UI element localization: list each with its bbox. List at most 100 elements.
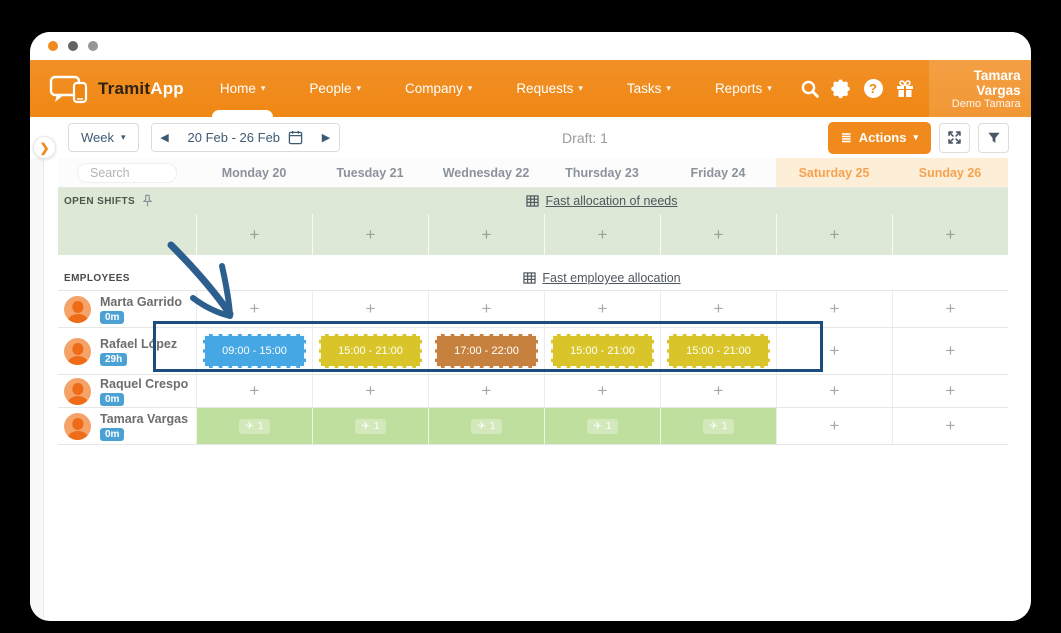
tramitapp-logo-icon <box>49 75 88 103</box>
hours-badge: 0m <box>100 392 125 406</box>
open-shift-add-wednesday[interactable]: + <box>428 214 544 255</box>
day-header-friday[interactable]: Friday 24 <box>690 165 746 180</box>
gift-icon[interactable] <box>889 79 921 99</box>
open-shifts-row: + + + + + + + <box>58 214 1008 255</box>
list-icon: ≣ <box>840 129 852 145</box>
nav-item-people[interactable]: People▾ <box>309 81 361 96</box>
employee-name: Raquel Crespo <box>100 376 189 391</box>
add-shift-cell[interactable]: + <box>196 375 312 407</box>
employee-name: Marta Garrido <box>100 294 182 309</box>
nav-item-company[interactable]: Company▾ <box>405 81 473 96</box>
top-navbar: TramitApp Home▾ People▾ Company▾ Request… <box>30 60 1031 117</box>
add-shift-cell[interactable]: + <box>776 291 892 327</box>
window-dot-orange[interactable] <box>48 41 58 51</box>
add-shift-cell[interactable]: + <box>196 291 312 327</box>
leave-cell-friday[interactable]: ✈1 <box>660 408 776 444</box>
add-shift-cell[interactable]: + <box>544 375 660 407</box>
leave-count: 1 <box>605 420 612 432</box>
date-range-button[interactable]: 20 Feb - 26 Feb <box>177 124 314 151</box>
help-icon[interactable]: ? <box>857 79 889 98</box>
employee-raquel-crespo[interactable]: Raquel Crespo 0m <box>58 375 196 407</box>
add-shift-cell[interactable]: + <box>660 291 776 327</box>
open-shift-add-sunday[interactable]: + <box>892 214 1008 255</box>
window-dot-lightgray[interactable] <box>88 41 98 51</box>
add-shift-cell[interactable]: + <box>776 328 892 374</box>
shift-chip-monday[interactable]: 09:00 - 15:00 <box>203 334 306 368</box>
table-row-raquel-crespo: Raquel Crespo 0m + + + + + + + <box>58 375 1008 408</box>
add-shift-cell[interactable]: + <box>892 291 1008 327</box>
sidebar-expand-button[interactable]: ❯ <box>33 136 56 159</box>
leave-cell-thursday[interactable]: ✈1 <box>544 408 660 444</box>
nav-item-reports[interactable]: Reports▾ <box>714 81 772 96</box>
fast-allocation-of-needs-link[interactable]: Fast allocation of needs <box>526 194 678 208</box>
add-shift-cell[interactable]: + <box>428 375 544 407</box>
avatar <box>64 337 91 365</box>
settings-gear-icon[interactable] <box>825 78 857 99</box>
employee-rafael-lopez[interactable]: Rafael López 29h <box>58 328 196 374</box>
fullscreen-button[interactable] <box>939 122 970 153</box>
day-header-thursday[interactable]: Thursday 23 <box>565 165 639 180</box>
open-shift-add-saturday[interactable]: + <box>776 214 892 255</box>
open-shift-add-tuesday[interactable]: + <box>312 214 428 255</box>
day-header-wednesday[interactable]: Wednesday 22 <box>442 165 530 180</box>
day-header-saturday[interactable]: Saturday 25 <box>776 158 892 187</box>
open-shifts-section: OPEN SHIFTS Fast allocation of needs + +… <box>58 188 1008 255</box>
add-shift-cell[interactable]: + <box>660 375 776 407</box>
avatar <box>64 295 91 323</box>
chevron-down-icon: ▾ <box>467 83 473 93</box>
nav-item-tasks[interactable]: Tasks▾ <box>626 81 671 96</box>
pin-icon <box>142 194 153 207</box>
leave-count: 1 <box>721 420 728 432</box>
chevron-down-icon: ▾ <box>260 83 266 93</box>
add-shift-cell[interactable]: + <box>312 375 428 407</box>
schedule-grid: Monday 20 Tuesday 21 Wednesday 22 Thursd… <box>58 158 1008 445</box>
chevron-down-icon: ▾ <box>578 83 583 93</box>
employee-marta-garrido[interactable]: Marta Garrido 0m <box>58 291 196 327</box>
next-week-button[interactable]: ▶ <box>313 124 340 151</box>
nav-item-home[interactable]: Home▾ <box>198 60 288 117</box>
collapsed-sidebar-rail <box>30 117 44 621</box>
window-dot-gray[interactable] <box>68 41 78 51</box>
add-shift-cell[interactable]: + <box>892 408 1008 444</box>
draft-status: Draft: 1 <box>562 129 608 146</box>
plane-icon: ✈ <box>709 420 718 432</box>
shift-chip-thursday[interactable]: 15:00 - 21:00 <box>551 334 654 368</box>
fast-employee-allocation-link[interactable]: Fast employee allocation <box>523 271 681 285</box>
app-window: TramitApp Home▾ People▾ Company▾ Request… <box>30 32 1031 621</box>
day-header-monday[interactable]: Monday 20 <box>221 165 287 180</box>
search-icon[interactable] <box>794 79 826 99</box>
shift-chip-tuesday[interactable]: 15:00 - 21:00 <box>319 334 422 368</box>
open-shift-add-thursday[interactable]: + <box>544 214 660 255</box>
add-shift-cell[interactable]: + <box>892 375 1008 407</box>
employee-search-input[interactable] <box>77 162 177 183</box>
prev-week-button[interactable]: ◀ <box>151 124 178 151</box>
brand-logo[interactable]: TramitApp <box>30 60 198 117</box>
add-shift-cell[interactable]: + <box>892 328 1008 374</box>
leave-count: 1 <box>257 420 264 432</box>
add-shift-cell[interactable]: + <box>776 408 892 444</box>
day-header-tuesday[interactable]: Tuesday 21 <box>336 165 404 180</box>
nav-item-requests[interactable]: Requests▾ <box>516 81 583 96</box>
add-shift-cell[interactable]: + <box>776 375 892 407</box>
open-shift-add-monday[interactable]: + <box>196 214 312 255</box>
shift-chip-wednesday[interactable]: 17:00 - 22:00 <box>435 334 538 368</box>
user-menu[interactable]: Tamara Vargas Demo Tamara <box>928 60 1031 117</box>
employee-rows: Marta Garrido 0m + + + + + + + Rafael Ló… <box>58 290 1008 445</box>
leave-cell-monday[interactable]: ✈1 <box>196 408 312 444</box>
shift-chip-friday[interactable]: 15:00 - 21:00 <box>667 334 770 368</box>
view-mode-dropdown[interactable]: Week ▾ <box>68 123 139 152</box>
leave-cell-tuesday[interactable]: ✈1 <box>312 408 428 444</box>
add-shift-cell[interactable]: + <box>544 291 660 327</box>
add-shift-cell[interactable]: + <box>428 291 544 327</box>
open-shift-add-friday[interactable]: + <box>660 214 776 255</box>
leave-cell-wednesday[interactable]: ✈1 <box>428 408 544 444</box>
table-row-marta-garrido: Marta Garrido 0m + + + + + + + <box>58 291 1008 328</box>
employee-tamara-vargas[interactable]: Tamara Vargas 0m <box>58 408 196 444</box>
filter-button[interactable] <box>978 122 1009 153</box>
plane-icon: ✈ <box>361 420 370 432</box>
actions-button[interactable]: ≣ Actions ▾ <box>827 121 931 154</box>
day-header-sunday[interactable]: Sunday 26 <box>892 158 1008 187</box>
hours-badge: 0m <box>100 310 125 324</box>
add-shift-cell[interactable]: + <box>312 291 428 327</box>
chevron-down-icon: ▾ <box>121 132 126 142</box>
